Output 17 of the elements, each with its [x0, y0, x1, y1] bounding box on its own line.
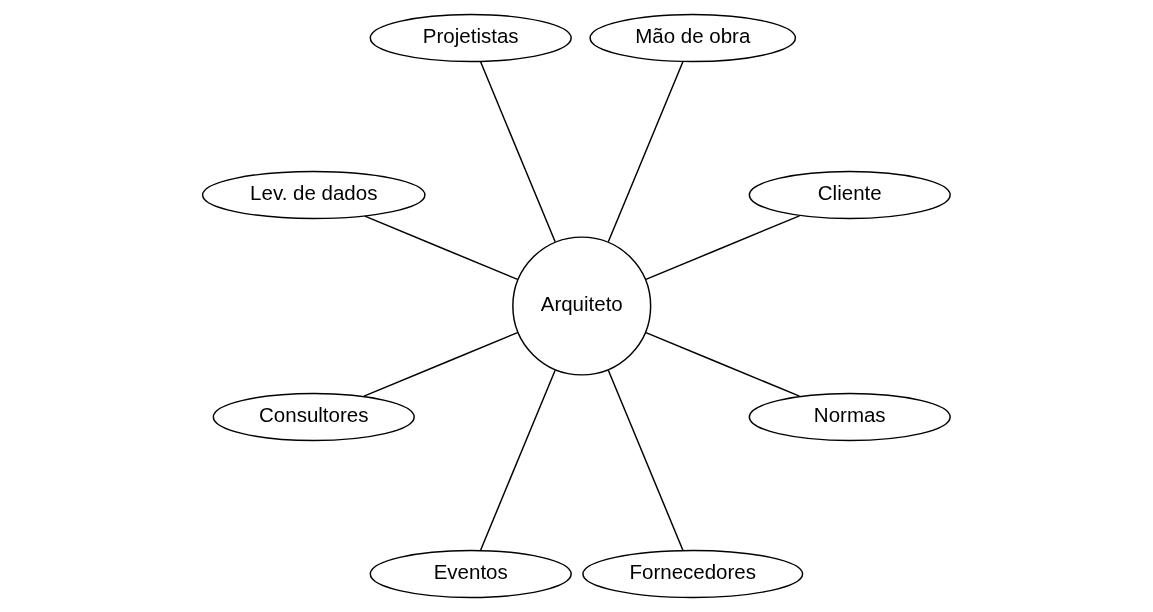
node-ellipse: Lev. de dados: [201, 170, 426, 220]
connector: [607, 61, 684, 243]
node-ellipse: Normas: [748, 392, 951, 442]
node-circle: Arquiteto: [512, 236, 652, 376]
connector: [645, 331, 801, 397]
connector: [363, 331, 519, 397]
connector: [607, 369, 684, 551]
node-ellipse: Consultores: [212, 392, 415, 442]
connector: [364, 215, 519, 281]
connector: [479, 61, 556, 243]
node-ellipse: Cliente: [748, 170, 951, 220]
node-ellipse: Fornecedores: [582, 549, 804, 599]
node-ellipse: Eventos: [369, 549, 572, 599]
connector: [645, 215, 801, 281]
connector: [479, 369, 556, 551]
node-ellipse: Projetistas: [369, 13, 572, 63]
node-ellipse: Mão de obra: [589, 13, 797, 63]
